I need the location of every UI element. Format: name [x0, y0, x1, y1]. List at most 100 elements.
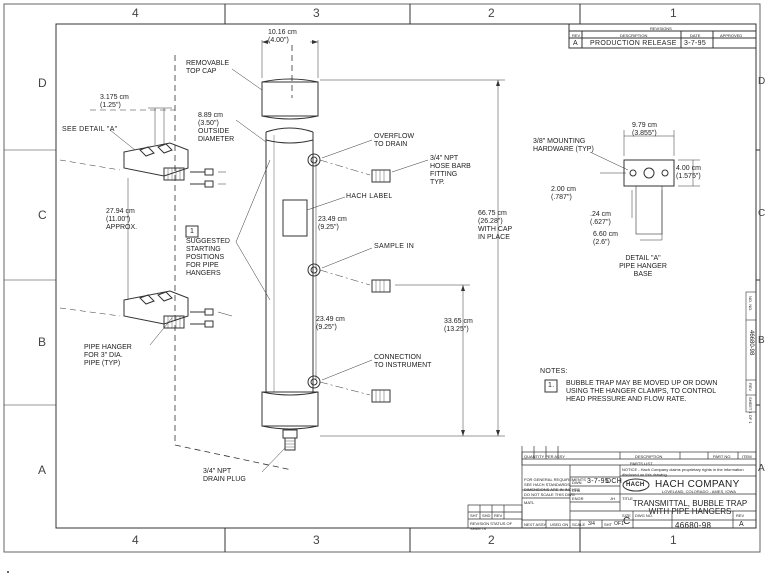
upper-spacing-dim: 23.49 cm(9.25")	[318, 216, 347, 231]
notes-flag: 1.	[548, 382, 555, 389]
zone-right-b: B	[758, 335, 765, 346]
side-strip-rev: REV	[748, 383, 753, 392]
side-strip-top: NO. NO.	[748, 296, 753, 312]
rev-value: A	[573, 40, 578, 47]
sheet-label: SHT	[604, 522, 612, 527]
rev-status-sht: SHT	[470, 513, 478, 518]
upper-pipe-hanger	[123, 142, 226, 188]
revision-table	[568, 23, 757, 49]
sheet-value: OF1	[614, 521, 624, 527]
hose-barb-2	[371, 279, 391, 293]
engineer-by: JH	[610, 496, 615, 501]
notes-title: NOTES:	[540, 368, 568, 375]
detail-height-dim: 4.00 cm(1.575")	[676, 165, 701, 180]
hanger-width-dim: 3.175 cm(1.25")	[100, 94, 129, 109]
company-location: LOVELAND, COLORADO - AMES, IOWA	[662, 489, 736, 494]
engineer-label: ENGR	[572, 496, 584, 501]
rev-col-rev: REV	[572, 33, 581, 38]
parts-col-item: ITEM	[742, 454, 752, 459]
zone-right-c: C	[758, 208, 766, 219]
note-flag-box	[544, 379, 558, 393]
do-not-scale: DO NOT SCALE THIS DWG	[524, 492, 575, 497]
revisions-title: REVISIONS	[650, 26, 672, 31]
zone-top-3: 3	[313, 6, 320, 20]
zone-left-c: C	[38, 208, 47, 222]
side-strip-bottom: SHEET 1 OF 1	[748, 397, 753, 424]
hach-logo: HACH	[626, 482, 645, 488]
zone-left-a: A	[38, 463, 47, 477]
zone-right-d: D	[758, 76, 766, 87]
hanger-spacing-dim: 27.94 cm(11.00")APPROX.	[106, 208, 138, 231]
proprietary-notice: NOTICE - Hach Company claims proprietary…	[622, 467, 744, 477]
revision-status-label: REVISION STATUS OF SHEETS	[470, 521, 513, 531]
note-flag-1: 1	[190, 228, 195, 235]
hose-barb-3	[371, 389, 391, 403]
zone-left-b: B	[38, 335, 47, 349]
rev-status-shd: SHD	[482, 513, 491, 518]
material-label: MATL	[524, 500, 535, 505]
detail-a-plate	[589, 130, 700, 241]
rev-date: 3-7-95	[684, 40, 707, 47]
zone-top-2: 2	[488, 6, 495, 20]
drawing-no-label: DWG NO.	[635, 513, 653, 518]
drawing-no: 46680-98	[675, 521, 712, 530]
parts-col-desc: DESCRIPTION	[635, 454, 663, 459]
title-block-lines	[467, 446, 757, 529]
drawn-by: DCH	[606, 478, 623, 485]
zone-bottom-2: 2	[488, 533, 495, 547]
detail-depth-dim: 6.60 cm(2.6")	[593, 231, 618, 246]
zone-top-1: 1	[670, 6, 677, 20]
sample-in-label: SAMPLE IN	[374, 243, 415, 250]
size-label: SIZE	[622, 513, 631, 518]
lower-pipe-hanger	[123, 290, 233, 329]
detail-offset-dim: 2.00 cm(.787")	[551, 186, 576, 201]
detail-width-dim: 9.79 cm(3.855")	[632, 122, 657, 137]
rev-label: REV	[736, 513, 745, 518]
rev-status-rev: REV	[494, 513, 503, 518]
lower-spacing-dim: 23.49 cm(9.25")	[316, 316, 345, 331]
lower-height-dim: 33.65 cm(13.25")	[444, 318, 473, 333]
rev-col-date: DATE	[690, 33, 701, 38]
checked-label: CHK	[572, 488, 581, 493]
hach-label-rect	[282, 199, 308, 237]
hach-logo-oval	[622, 478, 650, 492]
rev-block-value: A	[739, 521, 744, 528]
hose-barb-1	[371, 169, 391, 183]
zone-bottom-4: 4	[132, 533, 139, 547]
detail-inner-dim: .24 cm(.627")	[590, 211, 612, 226]
used-on-label: USED ON	[550, 522, 569, 527]
title-label: TITLE	[622, 496, 633, 501]
scale-value: 3/4	[588, 521, 595, 527]
parts-col-qty: QUANTITY PER ASSY	[524, 454, 566, 459]
top-width-dim: 10.16 cm(4.00")	[268, 29, 297, 44]
suggested-flag-box	[185, 225, 199, 238]
hach-label-callout: HACH LABEL	[346, 193, 393, 200]
drawn-date: 3-7-95	[587, 478, 610, 485]
size-value: C	[623, 516, 631, 527]
parts-list-header: PARTS LIST	[630, 461, 653, 466]
scale-label: SCALE	[572, 522, 586, 527]
see-detail-label: SEE DETAIL "A"	[62, 126, 118, 133]
zone-bottom-3: 3	[313, 533, 320, 547]
next-assy-label: NEXT ASSY	[524, 522, 547, 527]
zone-bottom-1: 1	[670, 533, 677, 547]
inner-border	[55, 23, 757, 529]
zone-right-a: A	[758, 463, 765, 474]
bottom-cap	[261, 391, 319, 427]
zone-left-d: D	[38, 76, 47, 90]
drawn-label: DWN	[572, 480, 582, 485]
